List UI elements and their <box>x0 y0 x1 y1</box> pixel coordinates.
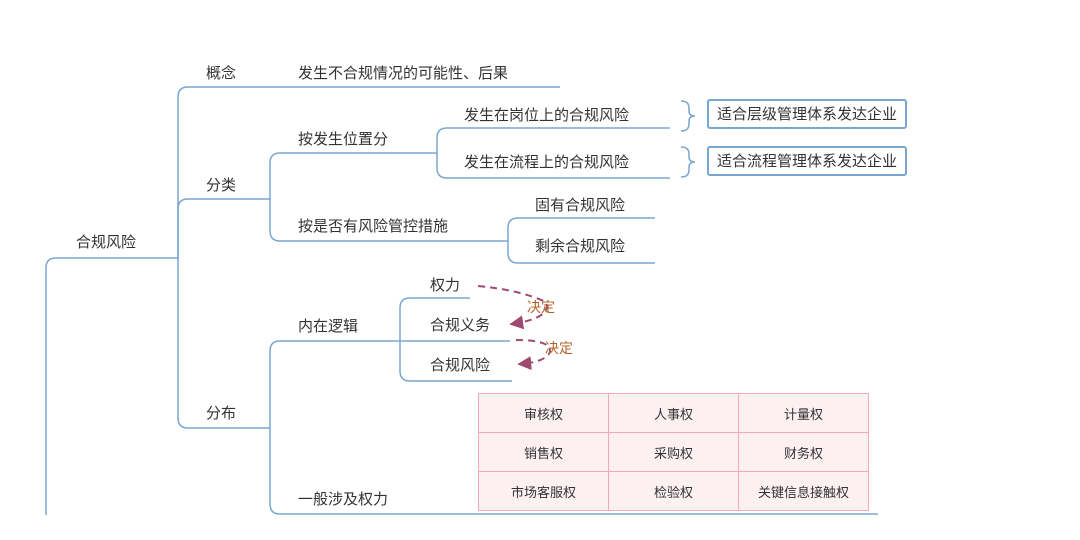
table-cell: 检验权 <box>608 471 739 511</box>
hierarchy-note-box[interactable]: 适合层级管理体系发达企业 <box>707 99 908 129</box>
logic-node[interactable]: 内在逻辑 <box>298 317 359 335</box>
process-risk-node[interactable]: 发生在流程上的合规风险 <box>464 153 630 171</box>
power-node[interactable]: 权力 <box>430 276 461 294</box>
table-cell: 人事权 <box>608 393 739 433</box>
table-cell: 采购权 <box>608 432 739 472</box>
obligation-node[interactable]: 合规义务 <box>430 316 491 334</box>
concept-definition[interactable]: 发生不合规情况的可能性、后果 <box>298 64 509 82</box>
table-cell: 销售权 <box>478 432 609 472</box>
decide-arrow-2 <box>515 339 552 371</box>
table-cell: 关键信息接触权 <box>738 471 869 511</box>
powers-table: 审核权 人事权 计量权 销售权 采购权 财务权 市场客服权 检验权 关键信息接触… <box>478 393 869 511</box>
root-node[interactable]: 合规风险 <box>76 233 137 251</box>
concept-node[interactable]: 概念 <box>206 64 237 82</box>
inherent-risk-node[interactable]: 固有合规风险 <box>535 196 626 214</box>
by-location-node[interactable]: 按发生位置分 <box>298 130 389 148</box>
table-row: 审核权 人事权 计量权 <box>478 393 869 433</box>
compliance-risk-node[interactable]: 合规风险 <box>430 356 491 374</box>
brace-2 <box>680 146 696 178</box>
root-underline <box>45 257 178 515</box>
classification-node[interactable]: 分类 <box>206 176 237 194</box>
table-row: 销售权 采购权 财务权 <box>478 432 869 472</box>
distribution-node[interactable]: 分布 <box>206 404 237 422</box>
decide-label-1: 决定 <box>527 300 555 316</box>
powers-node[interactable]: 一般涉及权力 <box>298 490 389 508</box>
residual-risk-node[interactable]: 剩余合规风险 <box>535 237 626 255</box>
decide-label-2: 决定 <box>545 341 573 357</box>
level1-spine <box>177 86 268 258</box>
table-cell: 市场客服权 <box>478 471 609 511</box>
table-cell: 财务权 <box>738 432 869 472</box>
by-control-node[interactable]: 按是否有风险管控措施 <box>298 217 449 235</box>
process-note-box[interactable]: 适合流程管理体系发达企业 <box>707 146 908 176</box>
table-cell: 审核权 <box>478 393 609 433</box>
brace-1 <box>680 100 696 132</box>
table-row: 市场客服权 检验权 关键信息接触权 <box>478 471 869 511</box>
table-cell: 计量权 <box>738 393 869 433</box>
position-risk-node[interactable]: 发生在岗位上的合规风险 <box>464 106 630 124</box>
